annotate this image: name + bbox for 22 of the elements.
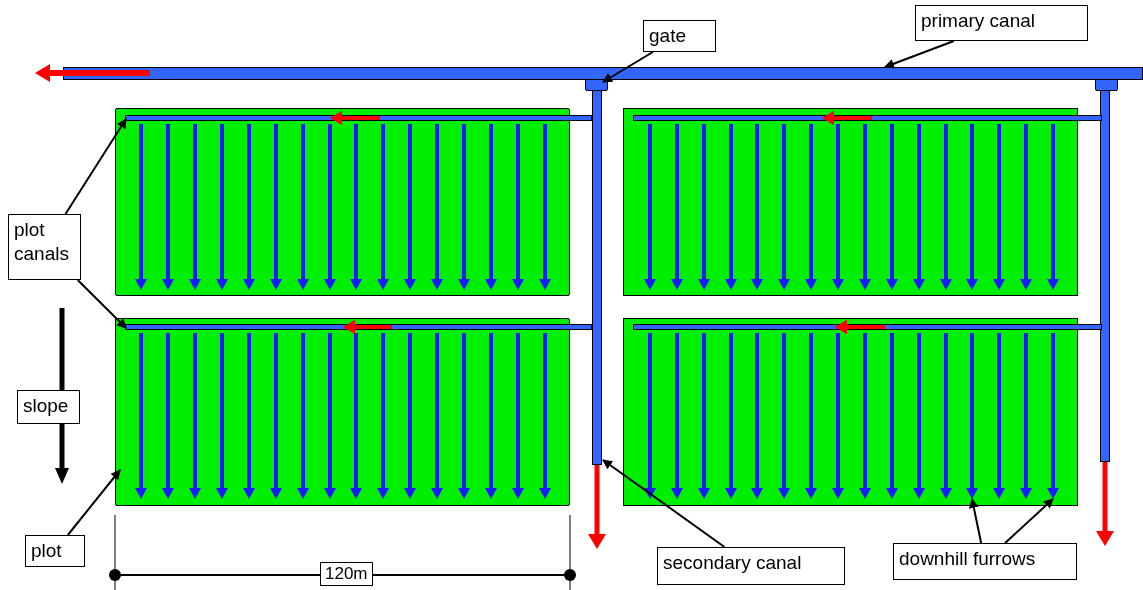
gate: [585, 79, 608, 91]
gate: [1095, 79, 1118, 91]
dimension-label: 120m: [320, 562, 373, 586]
secondary-canal: [592, 90, 602, 465]
callout-label: slope: [17, 390, 80, 424]
callout-label: primary canal: [915, 5, 1088, 41]
leader-line: [76, 279, 127, 329]
callout-label: downhill furrows: [893, 543, 1077, 580]
callout-label: plot: [25, 535, 85, 567]
leader-line: [64, 118, 127, 215]
callout-label: gate: [643, 20, 716, 52]
furrow-arrow: [1047, 333, 1059, 499]
primary-canal: [63, 67, 1143, 80]
leader-line: [66, 469, 121, 536]
leader-line: [1004, 498, 1054, 544]
leader-line: [602, 51, 654, 83]
leader-line: [602, 459, 726, 548]
leader-line: [968, 498, 983, 544]
callout-label: secondary canal: [657, 547, 845, 585]
callout-label: plot canals: [8, 214, 81, 280]
furrow-arrow: [966, 333, 978, 499]
leader-line: [884, 40, 955, 69]
